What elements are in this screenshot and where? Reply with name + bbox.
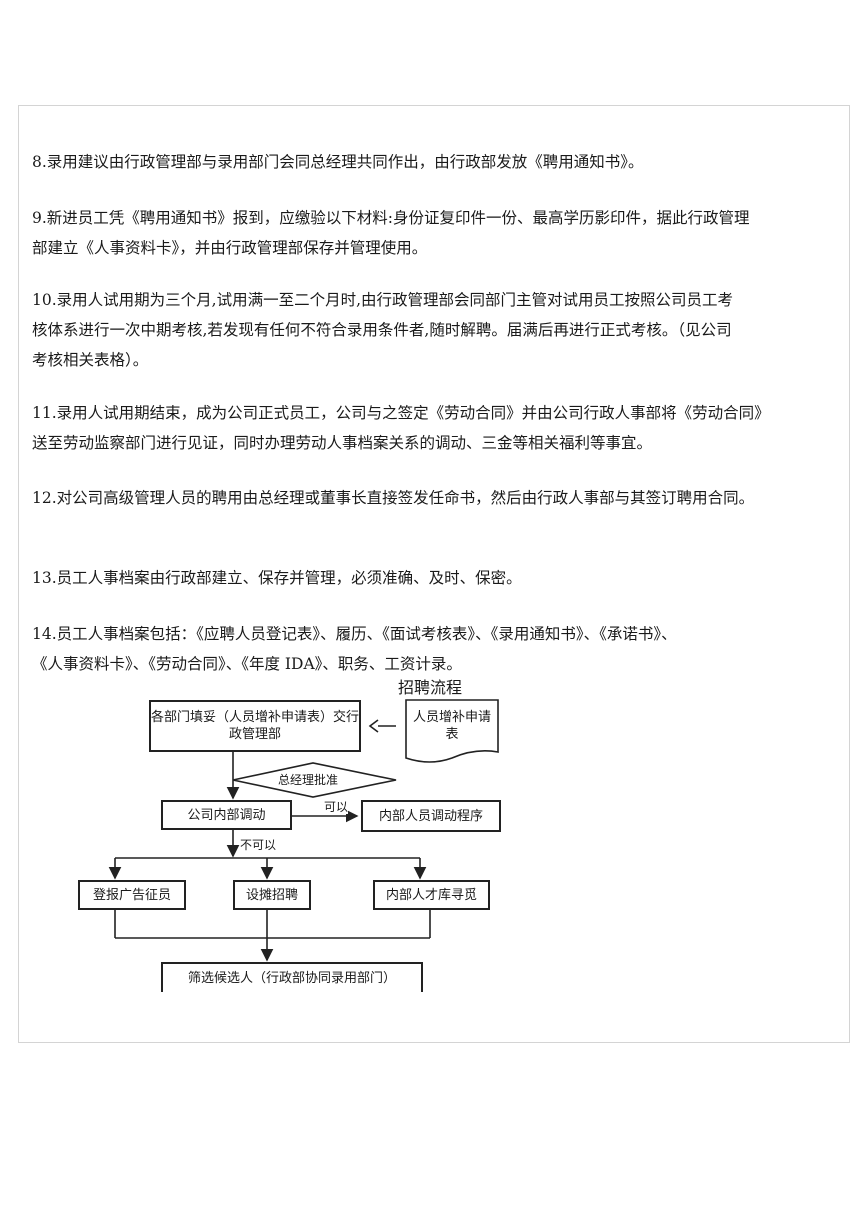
label-yes: 可以 bbox=[324, 800, 349, 814]
content-frame bbox=[18, 105, 850, 1043]
paragraph-10: 10.录用人试用期为三个月,试用满一至二个月时,由行政管理部会同部门主管对试用员… bbox=[32, 291, 734, 369]
label-no: 不可以 bbox=[240, 838, 277, 852]
booth-box: 设摊招聘 bbox=[233, 880, 311, 910]
talent-pool-box: 内部人才库寻觅 bbox=[373, 880, 490, 910]
decision-label: 总经理批准 bbox=[278, 773, 339, 787]
ads-box: 登报广告征员 bbox=[78, 880, 186, 910]
paragraph-12: 12.对公司高级管理人员的聘用由总经理或董事长直接签发任命书，然后由行政人事部与… bbox=[32, 489, 755, 507]
paragraph-13: 13.员工人事档案由行政部建立、保存并管理，必须准确、及时、保密。 bbox=[32, 569, 522, 587]
paragraph-14: 14.员工人事档案包括：《应聘人员登记表》、履历、《面试考核表》、《录用通知书》… bbox=[32, 625, 677, 673]
paragraph-11: 11.录用人试用期结束，成为公司正式员工，公司与之签定《劳动合同》并由公司行政人… bbox=[32, 404, 770, 452]
screening-box: 筛选候选人（行政部协同录用部门） bbox=[161, 962, 423, 992]
request-form-doc: 人员增补申请表 bbox=[412, 710, 491, 742]
paragraph-9: 9.新进员工凭《聘用通知书》报到，应缴验以下材料:身份证复印件一份、最高学历影印… bbox=[32, 209, 750, 257]
internal-transfer-box: 公司内部调动 bbox=[161, 800, 292, 830]
flowchart-title: 招聘流程 bbox=[398, 678, 463, 697]
paragraph-8: 8.录用建议由行政管理部与录用部门会同总经理共同作出，由行政部发放《聘用通知书》… bbox=[32, 153, 644, 171]
request-box: 各部门填妥（人员增补申请表）交行政管理部 bbox=[149, 700, 361, 752]
transfer-program-box: 内部人员调动程序 bbox=[361, 800, 501, 832]
